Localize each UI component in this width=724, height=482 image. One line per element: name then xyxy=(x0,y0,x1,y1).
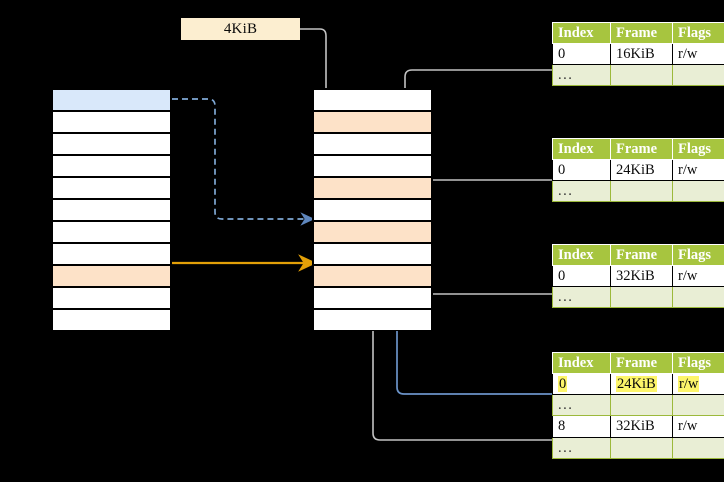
memory-row xyxy=(52,155,171,177)
cell-flags: r/w xyxy=(672,373,724,396)
cell-index: ... xyxy=(552,180,611,203)
memory-row xyxy=(52,199,171,221)
table-row: 0 24KiB r/w xyxy=(552,373,724,396)
cell-index: ... xyxy=(552,394,611,417)
table-row-ellipsis: ... xyxy=(552,436,724,459)
cell-flags xyxy=(672,286,724,309)
column-header-flags: Flags xyxy=(672,21,724,45)
memory-row xyxy=(313,221,432,243)
memory-row xyxy=(313,111,432,133)
cell-frame xyxy=(610,180,673,203)
table-row-ellipsis: ... xyxy=(552,394,724,417)
cell-flags: r/w xyxy=(672,159,724,182)
memory-row xyxy=(313,89,432,111)
cell-flags: r/w xyxy=(672,43,724,66)
memory-row xyxy=(52,133,171,155)
column-header-flags: Flags xyxy=(672,243,724,267)
cell-flags: r/w xyxy=(672,415,724,438)
memory-row xyxy=(313,133,432,155)
highlighted-value: r/w xyxy=(678,376,700,393)
memory-row xyxy=(313,309,432,331)
column-header-flags: Flags xyxy=(672,137,724,161)
virtual-address-space-column xyxy=(51,88,172,331)
memory-row xyxy=(313,155,432,177)
size-label: 4KiB xyxy=(181,18,300,40)
column-header-frame: Frame xyxy=(610,351,673,375)
highlighted-value: 0 xyxy=(558,376,568,393)
memory-row xyxy=(52,177,171,199)
memory-row xyxy=(313,199,432,221)
cell-frame xyxy=(610,394,673,417)
memory-row xyxy=(52,287,171,309)
column-header-index: Index xyxy=(552,21,611,45)
memory-row xyxy=(52,309,171,331)
memory-row xyxy=(313,243,432,265)
memory-row xyxy=(52,265,171,287)
cell-index: 0 xyxy=(552,159,611,182)
cell-frame xyxy=(610,436,673,459)
cell-index: 0 xyxy=(552,43,611,66)
cell-frame: 16KiB xyxy=(610,43,673,66)
cell-index: 0 xyxy=(552,373,611,396)
cell-frame: 24KiB xyxy=(610,373,673,396)
cell-flags xyxy=(672,394,724,417)
cell-index: ... xyxy=(552,286,611,309)
cell-flags: r/w xyxy=(672,265,724,288)
memory-row xyxy=(52,243,171,265)
memory-row xyxy=(313,265,432,287)
highlighted-value: 24KiB xyxy=(616,376,657,393)
column-header-frame: Frame xyxy=(610,137,673,161)
table-row-ellipsis: ... xyxy=(552,286,724,309)
table-row-ellipsis: ... xyxy=(552,64,724,87)
column-header-frame: Frame xyxy=(610,21,673,45)
column-header-flags: Flags xyxy=(672,351,724,375)
wire-table2-to-frame xyxy=(419,179,553,224)
column-header-frame: Frame xyxy=(610,243,673,267)
cell-frame xyxy=(610,286,673,309)
size-label-text: 4KiB xyxy=(223,20,258,37)
memory-row xyxy=(313,177,432,199)
memory-row xyxy=(313,287,432,309)
memory-row xyxy=(52,111,171,133)
memory-row xyxy=(52,89,171,111)
cell-index: ... xyxy=(552,436,611,459)
table-row-ellipsis: ... xyxy=(552,180,724,203)
cell-index: 0 xyxy=(552,265,611,288)
physical-memory-column xyxy=(312,88,433,331)
cell-flags xyxy=(672,180,724,203)
cell-index: 8 xyxy=(552,415,611,438)
column-header-index: Index xyxy=(552,243,611,267)
column-header-index: Index xyxy=(552,137,611,161)
column-header-index: Index xyxy=(552,351,611,375)
cell-flags xyxy=(672,436,724,459)
cell-frame: 24KiB xyxy=(610,159,673,182)
memory-row xyxy=(52,221,171,243)
cell-frame: 32KiB xyxy=(610,265,673,288)
cell-frame xyxy=(610,64,673,87)
wire-virtual-page-to-frame xyxy=(172,98,315,226)
cell-index: ... xyxy=(552,64,611,87)
cell-flags xyxy=(672,64,724,87)
cell-frame: 32KiB xyxy=(610,415,673,438)
